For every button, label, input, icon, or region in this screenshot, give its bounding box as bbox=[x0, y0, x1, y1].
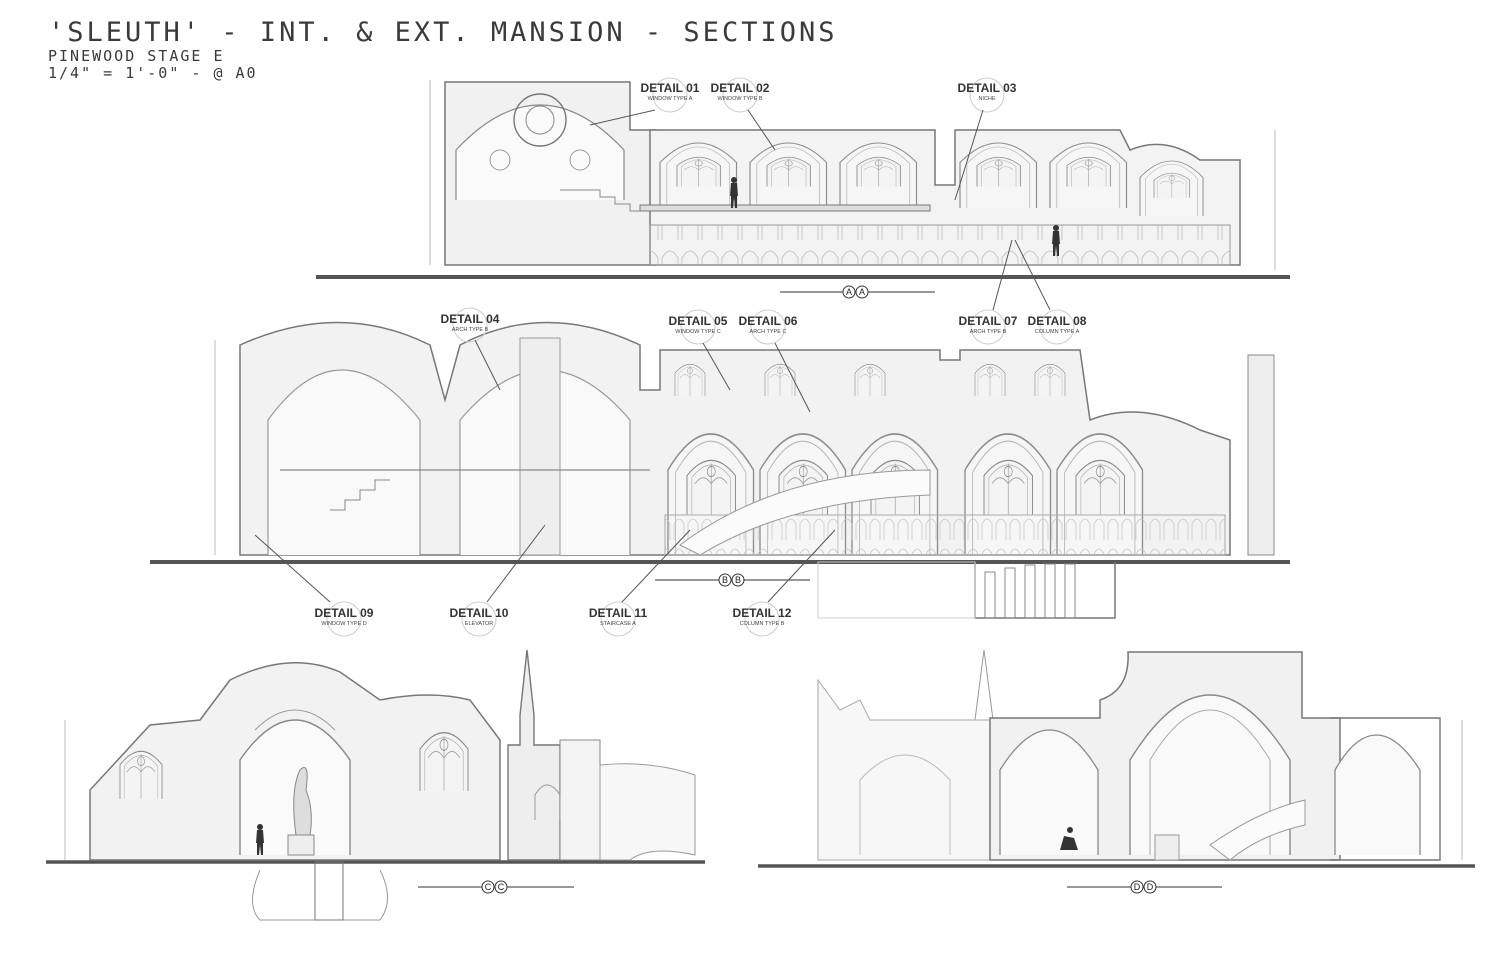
detail-12-sub: COLUMN TYPE B bbox=[740, 621, 785, 627]
detail-02-sub: WINDOW TYPE B bbox=[717, 96, 762, 102]
title-block: 'SLEUTH' - INT. & EXT. MANSION - SECTION… bbox=[48, 18, 837, 82]
detail-01-label: DETAIL 01 bbox=[641, 81, 700, 95]
detail-05-sub: WINDOW TYPE C bbox=[675, 329, 720, 335]
detail-04-sub: ARCH TYPE B bbox=[452, 327, 489, 333]
section-dd-marker-2: D bbox=[1147, 882, 1154, 892]
section-aa: A A bbox=[316, 80, 1290, 299]
section-bb: B B bbox=[150, 321, 1290, 619]
section-cc-marker-2: C bbox=[498, 882, 505, 892]
detail-01-sub: WINDOW TYPE A bbox=[648, 96, 693, 102]
sheet-stage: PINEWOOD STAGE E bbox=[48, 47, 225, 65]
detail-07-sub: ARCH TYPE B bbox=[970, 329, 1007, 335]
sheet-scale: 1/4" = 1'-0" - @ A0 bbox=[48, 64, 258, 82]
detail-09-sub: WINDOW TYPE D bbox=[321, 621, 366, 627]
detail-10-sub: ELEVATOR bbox=[465, 621, 493, 627]
detail-03-label: DETAIL 03 bbox=[958, 81, 1017, 95]
detail-02-label: DETAIL 02 bbox=[711, 81, 770, 95]
detail-05-label: DETAIL 05 bbox=[669, 314, 728, 328]
detail-06-label: DETAIL 06 bbox=[739, 314, 798, 328]
detail-03-sub: NICHE bbox=[978, 96, 995, 102]
section-aa-marker-1: A bbox=[846, 287, 852, 297]
detail-callouts: DETAIL 01 WINDOW TYPE A DETAIL 02 WINDOW… bbox=[254, 77, 1087, 637]
detail-08-sub: COLUMN TYPE A bbox=[1035, 329, 1080, 335]
section-bb-marker-2: B bbox=[735, 575, 741, 585]
section-dd: D D bbox=[758, 649, 1475, 894]
section-dd-marker-1: D bbox=[1134, 882, 1141, 892]
detail-06-sub: ARCH TYPE C bbox=[750, 329, 787, 335]
detail-11-sub: STAIRCASE A bbox=[600, 621, 636, 627]
detail-04-label: DETAIL 04 bbox=[441, 312, 500, 326]
detail-10-label: DETAIL 10 bbox=[450, 606, 509, 620]
section-aa-marker-2: A bbox=[859, 287, 865, 297]
detail-11-label: DETAIL 11 bbox=[589, 606, 648, 620]
detail-07-label: DETAIL 07 bbox=[959, 314, 1018, 328]
section-bb-marker-1: B bbox=[722, 575, 728, 585]
sheet-title: 'SLEUTH' - INT. & EXT. MANSION - SECTION… bbox=[48, 17, 838, 48]
section-cc-marker-1: C bbox=[485, 882, 492, 892]
detail-09-label: DETAIL 09 bbox=[315, 606, 374, 620]
section-cc: C C bbox=[46, 649, 705, 921]
detail-08-label: DETAIL 08 bbox=[1028, 314, 1087, 328]
detail-12-label: DETAIL 12 bbox=[733, 606, 792, 620]
